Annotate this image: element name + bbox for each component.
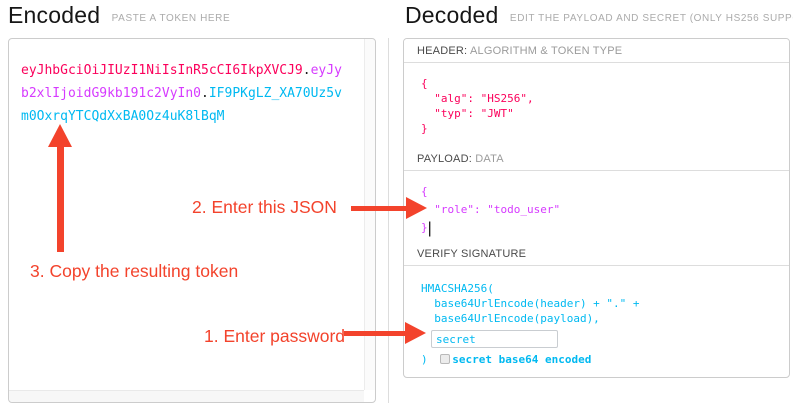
- token-input[interactable]: eyJhbGciOiJIUzI1NiIsInR5cCI6IkpXVCJ9.eyJ…: [21, 59, 347, 128]
- column-divider: [388, 38, 389, 403]
- annotation-step2: 2. Enter this JSON: [192, 197, 337, 217]
- payload-label-light: DATA: [475, 153, 504, 165]
- hmac-line-1: HMACSHA256(: [421, 282, 494, 295]
- header-json-editor[interactable]: { "alg": "HS256", "typ": "JWT" }: [421, 77, 534, 135]
- payload-section-label: PAYLOAD: DATA: [404, 147, 789, 171]
- base64-checkbox[interactable]: [440, 354, 451, 364]
- text-caret: |: [427, 220, 432, 237]
- encoded-title: Encoded: [8, 2, 101, 28]
- verify-section-label: VERIFY SIGNATURE: [404, 242, 789, 266]
- vertical-scrollbar[interactable]: [364, 39, 375, 390]
- horizontal-scrollbar[interactable]: [9, 390, 364, 402]
- closing-paren-line: ) secret base64 encoded: [421, 352, 772, 367]
- json-arrow-head-icon: [406, 197, 427, 219]
- decoded-subtitle: EDIT THE PAYLOAD AND SECRET (ONLY HS256 …: [509, 13, 793, 24]
- password-arrow-shaft: [344, 331, 406, 336]
- json-arrow-shaft: [351, 206, 407, 211]
- closing-paren: ): [421, 353, 435, 366]
- payload-json-code: { "role": "todo_user" }: [421, 185, 561, 234]
- secret-input[interactable]: [431, 330, 558, 348]
- verify-signature-block: HMACSHA256( base64UrlEncode(header) + ".…: [404, 266, 789, 367]
- base64-encoded-label: secret base64 encoded: [452, 353, 592, 366]
- token-dot-1: .: [302, 63, 311, 78]
- up-arrow-shaft: [57, 146, 64, 252]
- decoded-title: Decoded: [405, 2, 499, 28]
- password-arrow-head-icon: [405, 322, 426, 344]
- decoded-box: HEADER: ALGORITHM & TOKEN TYPE { "alg": …: [403, 38, 790, 378]
- header-label-strong: HEADER:: [417, 45, 468, 57]
- encoded-panel-header: Encoded PASTE A TOKEN HERE: [8, 2, 230, 29]
- up-arrow-head-icon: [48, 124, 72, 147]
- hmac-line-3: base64UrlEncode(payload),: [421, 312, 600, 325]
- payload-json-editor[interactable]: { "role": "todo_user" }|: [404, 171, 789, 242]
- payload-label-strong: PAYLOAD:: [417, 153, 472, 165]
- verify-label: VERIFY SIGNATURE: [417, 248, 527, 260]
- decoded-panel-header: Decoded EDIT THE PAYLOAD AND SECRET (ONL…: [405, 2, 793, 29]
- encoded-subtitle: PASTE A TOKEN HERE: [111, 13, 231, 24]
- encoded-token-box[interactable]: eyJhbGciOiJIUzI1NiIsInR5cCI6IkpXVCJ9.eyJ…: [8, 38, 376, 403]
- header-label-light: ALGORITHM & TOKEN TYPE: [469, 45, 623, 57]
- token-signature-segment: IF9PKgLZ_XA70Uz5vm0OxrqYTCQdXxBA0Oz4uK8l…: [21, 86, 342, 124]
- annotation-step3: 3. Copy the resulting token: [30, 261, 239, 281]
- token-dot-2: .: [201, 86, 209, 101]
- annotation-step1: 1. Enter password: [204, 326, 346, 346]
- token-payload-segment: eyJyb2xlIjoidG9kb191c2VyIn0: [21, 63, 342, 101]
- hmac-line-2: base64UrlEncode(header) + "." +: [421, 297, 640, 310]
- token-header-segment: eyJhbGciOiJIUzI1NiIsInR5cCI6IkpXVCJ9: [21, 63, 303, 78]
- header-section-label: HEADER: ALGORITHM & TOKEN TYPE: [404, 39, 789, 63]
